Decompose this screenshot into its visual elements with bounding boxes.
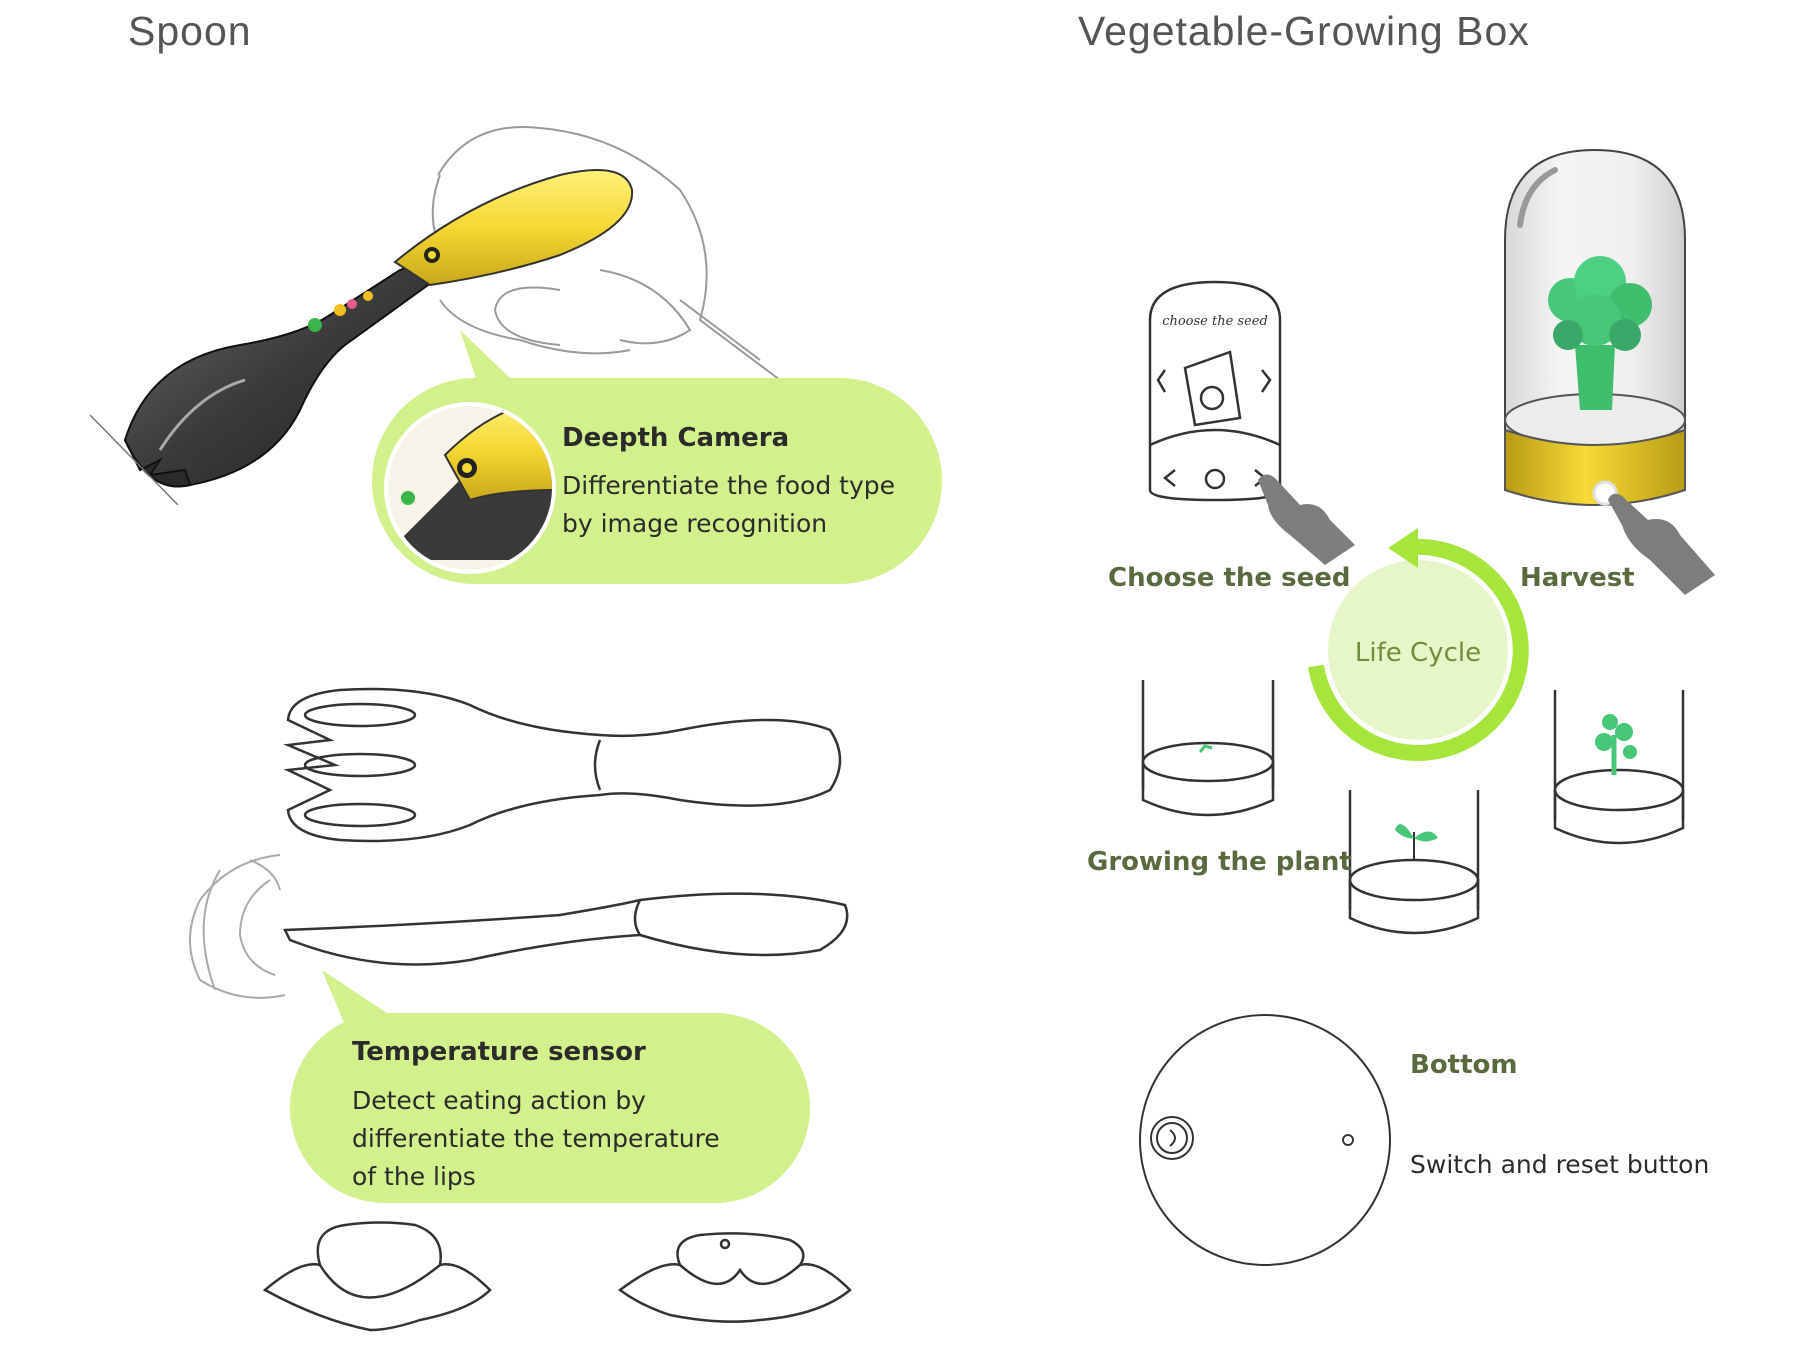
pot-seedling-2 (1348, 790, 1480, 935)
spoon-render (89, 169, 634, 506)
seed-chooser-device (1148, 280, 1282, 502)
camera-bubble-line-2: by image recognition (562, 509, 828, 538)
life-cycle-label: Life Cycle (1354, 638, 1482, 668)
bottom-caption: Switch and reset button (1410, 1150, 1710, 1179)
growing-dome (1504, 148, 1686, 506)
pot-seedling-1 (1141, 680, 1275, 817)
spoon-top-view (283, 687, 842, 843)
hand-sketch (431, 126, 781, 381)
bottom-view (1139, 1014, 1391, 1266)
stage-growing: Growing the plant (1087, 847, 1352, 877)
camera-bubble (372, 330, 942, 584)
camera-bubble-title: Deepth Camera (562, 423, 790, 453)
seed-screen-text: choose the seed (1162, 314, 1268, 329)
stage-choose-seed: Choose the seed (1108, 563, 1351, 593)
sensor-bubble-line-3: of the lips (352, 1162, 476, 1191)
spoon-title: Spoon (128, 8, 252, 54)
camera-bubble-line-1: Differentiate the food type (562, 471, 895, 500)
bottom-title: Bottom (1410, 1050, 1518, 1080)
sensor-bubble-line-2: differentiate the temperature (352, 1124, 720, 1153)
pot-seedling-3 (1553, 690, 1685, 845)
hand-pointer-icon (1258, 474, 1355, 565)
box-title: Vegetable-Growing Box (1078, 8, 1530, 54)
life-cycle-ring (1308, 528, 1529, 761)
lips-sketch (189, 854, 286, 999)
sensor-bubble-line-1: Detect eating action by (352, 1086, 646, 1115)
sensor-bubble-title: Temperature sensor (352, 1037, 646, 1067)
hand-pointer-icon (1608, 493, 1715, 595)
stage-harvest: Harvest (1520, 563, 1635, 593)
spoon-front-back-views (262, 1221, 852, 1332)
spoon-side-view (283, 892, 849, 966)
cycle-arrow-icon (1388, 528, 1418, 568)
sensor-bubble (290, 970, 810, 1203)
